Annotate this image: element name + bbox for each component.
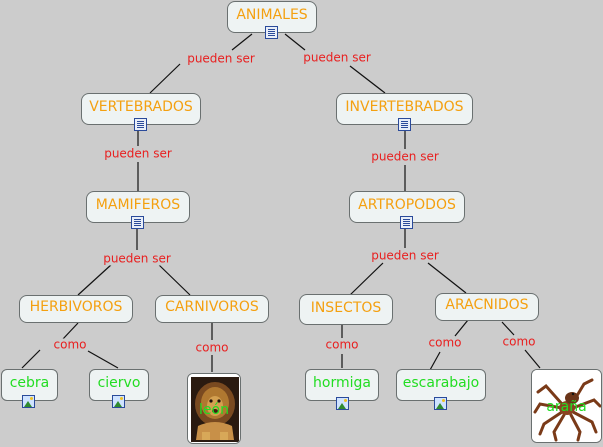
concept-insectos[interactable]: INSECTOS <box>299 294 393 325</box>
concept-artropodos[interactable]: ARTROPODOS <box>349 191 465 223</box>
leaf-label: león <box>199 402 229 418</box>
image-icon[interactable] <box>434 397 447 410</box>
leaf-label: hormiga <box>313 375 371 391</box>
concept-label: HERBIVOROS <box>29 299 123 315</box>
link-como: como <box>194 340 230 355</box>
concept-label: ARTROPODOS <box>358 197 456 213</box>
leaf-label: ciervo <box>97 375 141 391</box>
spider-photo <box>532 370 601 442</box>
image-icon[interactable] <box>22 395 35 408</box>
concept-carnivoros[interactable]: CARNIVOROS <box>155 295 269 323</box>
concept-label: INSECTOS <box>310 299 382 316</box>
link-como: como <box>324 337 360 352</box>
link-pueden-ser: pueden ser <box>186 51 256 66</box>
link-como: como <box>427 335 463 350</box>
concept-label: ANIMALES <box>236 7 308 23</box>
leaf-hormiga[interactable]: hormiga <box>305 369 379 401</box>
link-pueden-ser: pueden ser <box>103 146 173 161</box>
leaf-leon[interactable]: león <box>187 373 241 444</box>
link-como: como <box>501 334 537 349</box>
link-pueden-ser: pueden ser <box>370 248 440 263</box>
leaf-label: cebra <box>9 375 50 391</box>
document-icon[interactable] <box>265 26 278 39</box>
concept-label: CARNIVOROS <box>165 299 259 315</box>
concept-aracnidos[interactable]: ARACNIDOS <box>435 293 539 321</box>
link-pueden-ser: pueden ser <box>370 149 440 164</box>
concept-label: VERTEBRADOS <box>89 99 193 115</box>
document-icon[interactable] <box>400 216 413 229</box>
document-icon[interactable] <box>131 216 144 229</box>
document-icon[interactable] <box>134 118 147 131</box>
leaf-label: araña <box>546 399 587 415</box>
link-como: como <box>52 337 88 352</box>
link-pueden-ser: pueden ser <box>302 50 372 65</box>
leaf-label: escarabajo <box>402 375 480 391</box>
concept-herbivoros[interactable]: HERBIVOROS <box>19 295 133 323</box>
lion-photo <box>188 374 240 443</box>
image-icon[interactable] <box>336 397 349 410</box>
concept-label: ARACNIDOS <box>445 297 529 313</box>
image-icon[interactable] <box>112 395 125 408</box>
concept-label: MAMIFEROS <box>95 197 181 213</box>
leaf-arana[interactable]: araña <box>531 369 602 443</box>
concept-label: INVERTEBRADOS <box>345 99 464 115</box>
document-icon[interactable] <box>398 118 411 131</box>
link-pueden-ser: pueden ser <box>102 251 172 266</box>
